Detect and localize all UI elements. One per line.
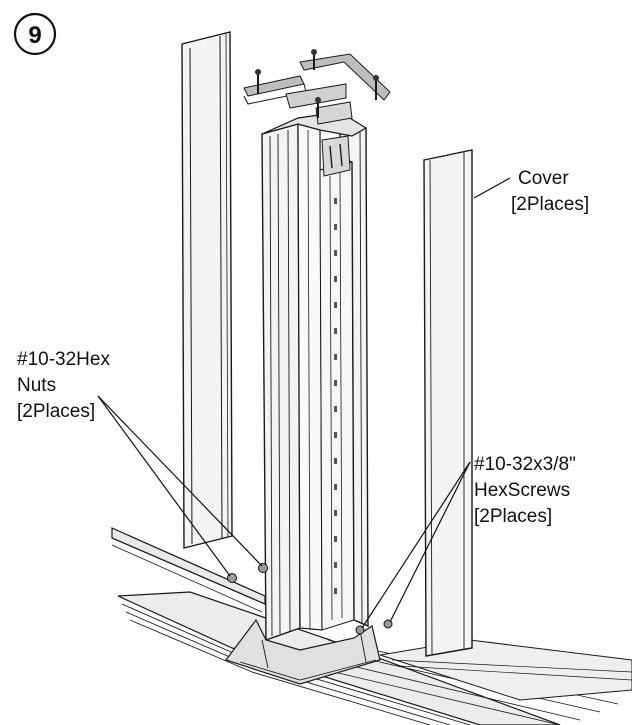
- cover-callout: Cover [2Places]: [511, 168, 589, 215]
- right-cover-panel: [423, 149, 473, 657]
- hex-screws-label-line2: HexScrews: [474, 480, 570, 501]
- step-circle: [13, 12, 57, 56]
- hex-nuts-label-line1: #10-32Hex: [17, 349, 110, 370]
- left-cover-panel: [181, 31, 233, 549]
- hex-nuts: [227, 563, 268, 583]
- leader-lines: [97, 177, 511, 629]
- column-slots: [334, 198, 337, 594]
- top-bracket: [243, 49, 391, 125]
- step-badge: 9: [13, 12, 57, 56]
- screw-leader-1: [361, 461, 471, 629]
- center-column: [225, 111, 381, 685]
- cover-label: Cover: [518, 168, 569, 189]
- nut-leader-1: [97, 395, 231, 577]
- cover-leader: [473, 177, 511, 199]
- nut-leader-2: [97, 395, 263, 567]
- hex-nut-2: [258, 563, 268, 573]
- hex-screws-callout: #10-32x3/8" HexScrews [2Places]: [474, 454, 576, 527]
- step-number: 9: [28, 22, 41, 49]
- hex-nuts-count-label: [2Places]: [17, 401, 95, 422]
- cover-count-label: [2Places]: [511, 194, 589, 215]
- hex-nuts-label-line2: Nuts: [17, 375, 56, 396]
- hex-screws-label-line1: #10-32x3/8": [474, 454, 576, 475]
- hex-screws-count-label: [2Places]: [474, 506, 552, 527]
- screw-leader-2: [389, 461, 471, 623]
- hex-nuts-callout: #10-32Hex Nuts [2Places]: [17, 349, 110, 422]
